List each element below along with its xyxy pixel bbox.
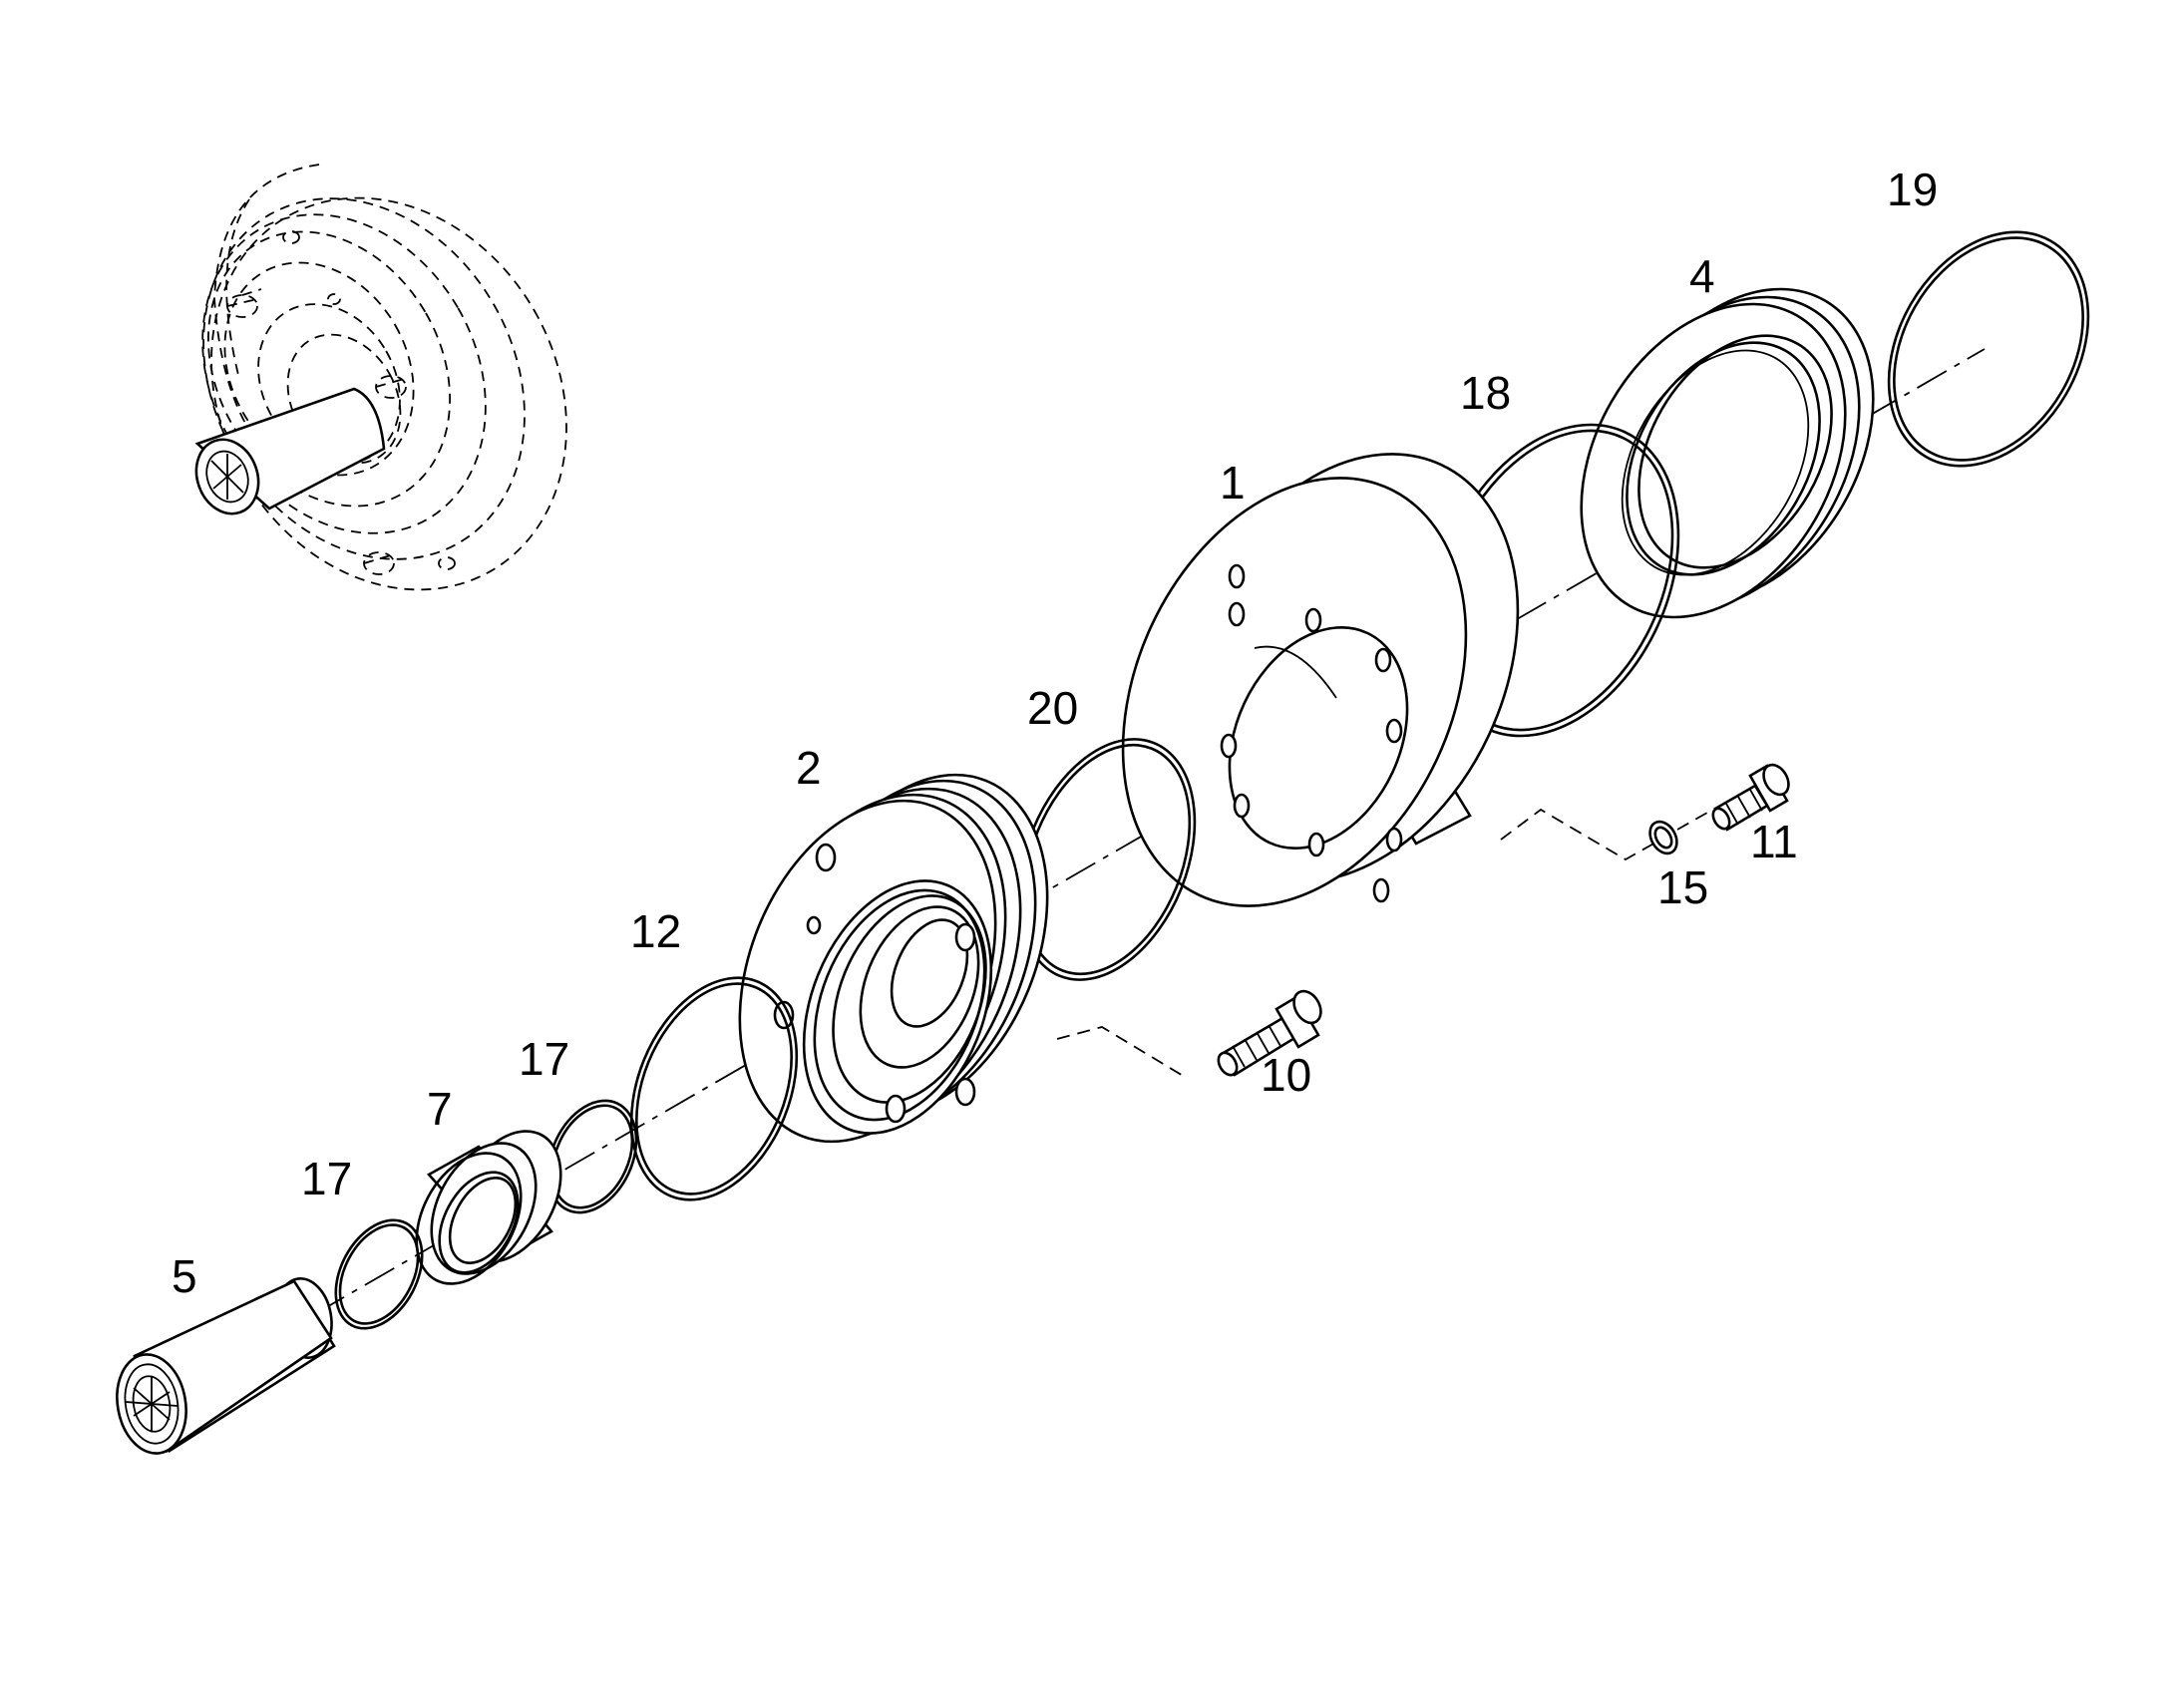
reference-pump-assembly [194, 164, 567, 591]
flange-bore [1228, 626, 1409, 850]
leader-line-10 [1056, 1026, 1186, 1078]
leader-line-11-15 [1500, 808, 1656, 861]
callout-7: 7 [427, 1083, 453, 1135]
callout-18: 18 [1460, 367, 1511, 419]
seal-ring-4 [1580, 287, 1875, 619]
callout-5: 5 [172, 1250, 197, 1302]
bearing-7 [415, 1130, 562, 1285]
bolt-hole [1374, 647, 1392, 673]
cap-screw-10 [1217, 989, 1322, 1077]
callout-10: 10 [1261, 1049, 1311, 1101]
bolt-hole [885, 1094, 907, 1124]
housing-bore [890, 918, 969, 1028]
needle-bushing-5 [116, 1277, 336, 1455]
callout-19: 19 [1887, 164, 1938, 215]
callout-12: 12 [630, 905, 681, 957]
callout-20: 20 [1027, 682, 1078, 734]
bolt-hole [1228, 601, 1246, 627]
washer-15 [1648, 820, 1678, 855]
flange-plate-1 [1121, 453, 1520, 907]
callout-4: 4 [1689, 250, 1715, 302]
reference-outer-housing [210, 196, 567, 591]
bolt-hole [1385, 718, 1403, 744]
bolt-hole [1304, 607, 1322, 633]
bolt-hole [954, 1077, 976, 1107]
bolt-hole [1228, 563, 1246, 589]
reference-pin [226, 294, 258, 318]
callout-1: 1 [1220, 457, 1246, 509]
o-ring-12 [629, 976, 799, 1201]
o-ring-19 [1887, 230, 2090, 468]
bearing-housing-2 [738, 773, 1049, 1144]
bolt-hole [954, 922, 976, 952]
callout-15: 15 [1657, 861, 1708, 913]
bolt-hole [1372, 877, 1390, 903]
o-ring-17-lower [334, 1218, 424, 1330]
bolt-hole [815, 843, 837, 872]
o-ring-17-upper [546, 1099, 638, 1214]
callout-17-upper: 17 [519, 1033, 569, 1085]
callout-2: 2 [796, 742, 822, 794]
cap-screw-11 [1711, 763, 1790, 832]
bolt-hole [806, 915, 822, 935]
bolt-hole [1233, 793, 1251, 819]
bolt-hole [1307, 832, 1325, 857]
bolt-hole [1220, 733, 1238, 759]
bolt-hole [1385, 827, 1403, 853]
callout-11: 11 [1750, 816, 1798, 867]
callout-17-lower: 17 [301, 1153, 352, 1204]
